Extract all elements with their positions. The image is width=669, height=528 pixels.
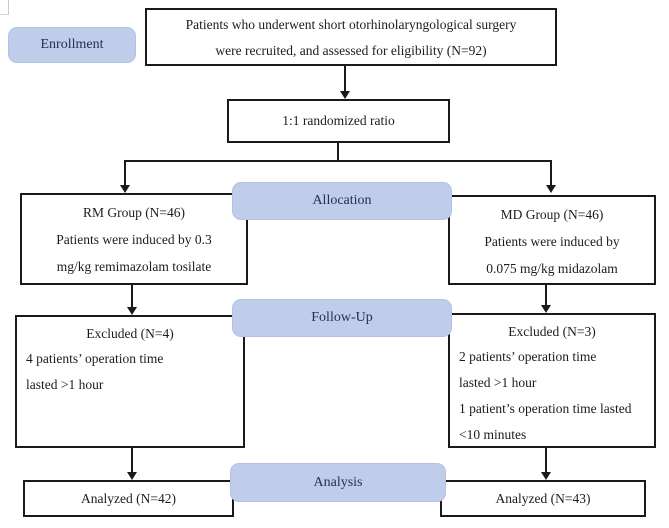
connector-branch-left bbox=[124, 160, 126, 185]
connector-branch-right bbox=[550, 160, 552, 185]
stage-enrollment: Enrollment bbox=[8, 27, 136, 63]
eligibility-line-1: Patients who underwent short otorhinolar… bbox=[185, 17, 517, 32]
rm-group-line-1: RM Group (N=46) bbox=[82, 205, 186, 220]
connector-rm-group-excluded bbox=[131, 285, 133, 308]
arrowhead-into-md-excluded bbox=[541, 305, 551, 313]
connector-md-excluded-analyzed bbox=[545, 448, 547, 473]
md-excluded-line-4: <10 minutes bbox=[459, 427, 527, 442]
arrowhead-into-rm-excluded bbox=[127, 307, 137, 315]
stage-allocation: Allocation bbox=[232, 182, 452, 220]
md-excluded-line-3: 1 patient’s operation time lasted bbox=[459, 401, 632, 416]
stage-allocation-label: Allocation bbox=[312, 193, 372, 208]
rm-analyzed-label: Analyzed (N=42) bbox=[81, 490, 176, 506]
randomized-box: 1:1 randomized ratio bbox=[227, 99, 450, 143]
stage-followup: Follow-Up bbox=[232, 299, 452, 337]
rm-group-line-3: mg/kg remimazolam tosilate bbox=[56, 259, 212, 274]
arrowhead-into-md-group bbox=[546, 185, 556, 193]
md-excluded-box: Excluded (N=3) 2 patients’ operation tim… bbox=[448, 313, 656, 448]
corner-artifact bbox=[0, 0, 9, 15]
connector-branch-horizontal bbox=[124, 160, 552, 162]
eligibility-box: Patients who underwent short otorhinolar… bbox=[145, 8, 557, 66]
rm-analyzed-box: Analyzed (N=42) bbox=[23, 480, 234, 517]
stage-enrollment-label: Enrollment bbox=[40, 37, 104, 52]
rm-group-line-2: Patients were induced by 0.3 bbox=[56, 232, 212, 247]
stage-analysis-label: Analysis bbox=[313, 474, 363, 490]
rm-group-box: RM Group (N=46) Patients were induced by… bbox=[20, 193, 248, 285]
arrowhead-into-rm-group bbox=[120, 185, 130, 193]
rm-excluded-title: Excluded (N=4) bbox=[86, 326, 174, 341]
md-group-line-2: Patients were induced by bbox=[484, 234, 620, 249]
md-analyzed-box: Analyzed (N=43) bbox=[440, 480, 646, 517]
connector-rm-excluded-analyzed bbox=[131, 448, 133, 473]
rm-excluded-line-2: lasted >1 hour bbox=[26, 377, 104, 392]
stage-followup-label: Follow-Up bbox=[311, 310, 373, 325]
eligibility-line-2: were recruited, and assessed for eligibi… bbox=[215, 43, 487, 58]
md-group-box: MD Group (N=46) Patients were induced by… bbox=[448, 195, 656, 285]
md-group-line-1: MD Group (N=46) bbox=[500, 207, 604, 222]
md-excluded-title: Excluded (N=3) bbox=[508, 324, 596, 339]
connector-md-group-excluded bbox=[545, 285, 547, 306]
md-analyzed-label: Analyzed (N=43) bbox=[495, 490, 591, 506]
md-group-line-3: 0.075 mg/kg midazolam bbox=[486, 261, 618, 276]
randomized-label: 1:1 randomized ratio bbox=[282, 113, 395, 128]
rm-excluded-box: Excluded (N=4) 4 patients’ operation tim… bbox=[15, 315, 245, 448]
arrowhead-into-rm-analyzed bbox=[127, 472, 137, 480]
arrowhead-into-md-analyzed bbox=[541, 472, 551, 480]
md-excluded-line-2: lasted >1 hour bbox=[459, 375, 537, 390]
arrowhead-into-randomized bbox=[340, 91, 350, 99]
md-excluded-line-1: 2 patients’ operation time bbox=[459, 349, 597, 364]
connector-randomized-stem bbox=[337, 143, 339, 162]
rm-excluded-line-1: 4 patients’ operation time bbox=[26, 351, 164, 366]
connector-eligibility-randomized bbox=[344, 66, 346, 92]
stage-analysis: Analysis bbox=[230, 463, 446, 502]
